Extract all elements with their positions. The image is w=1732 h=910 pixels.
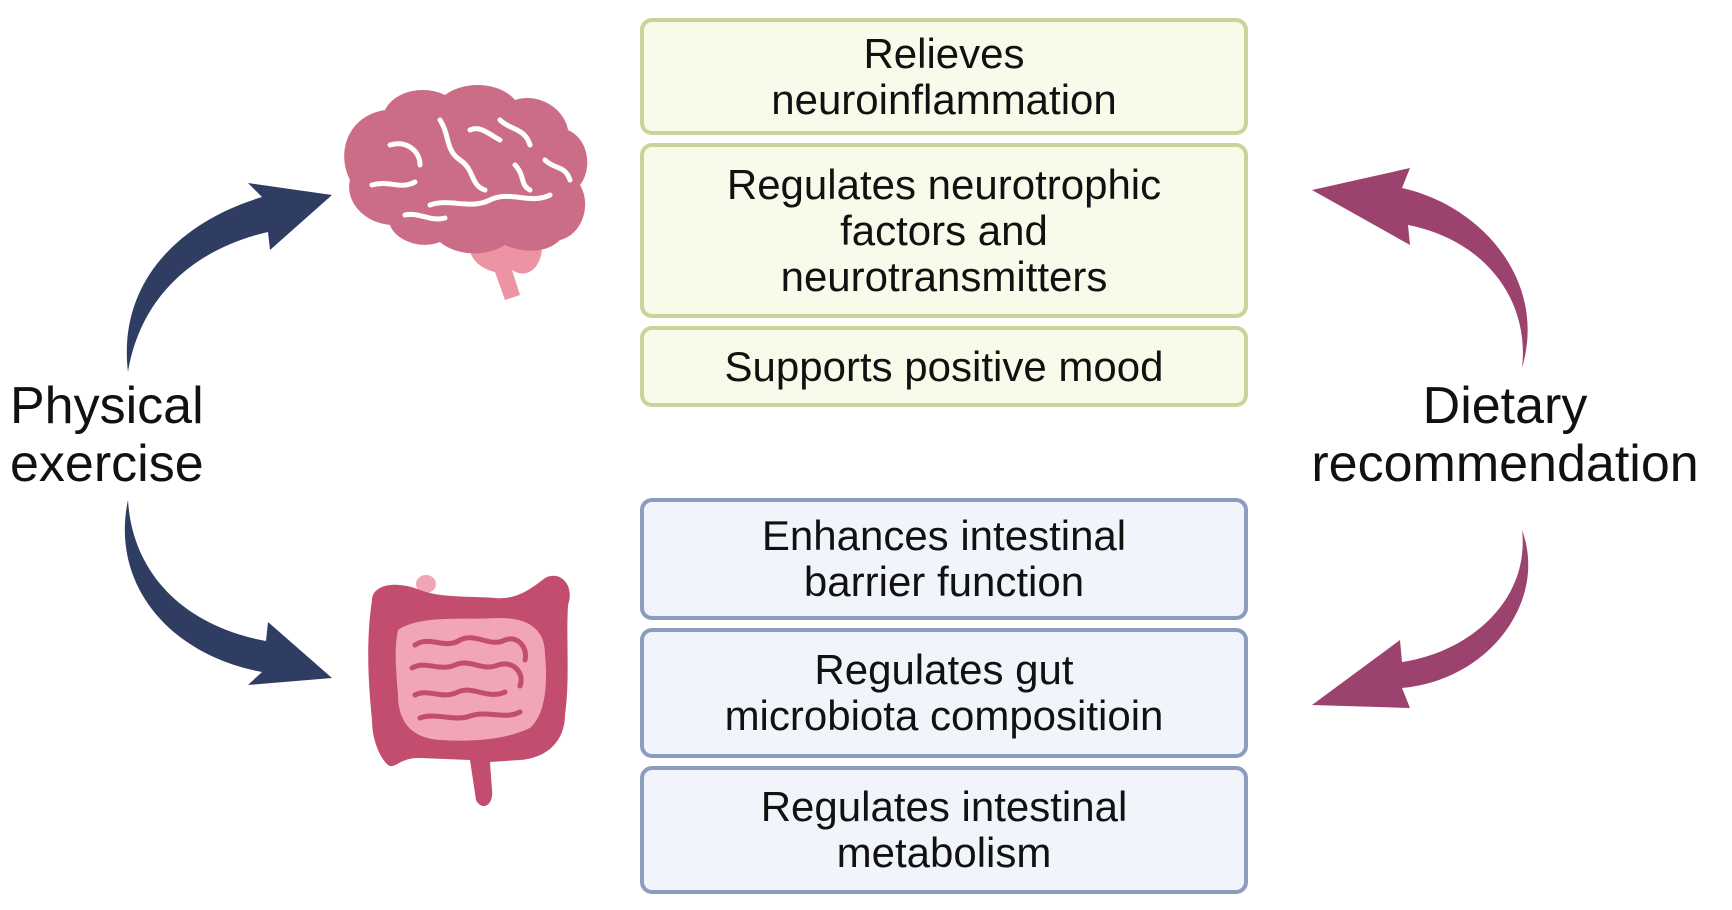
brain-effect-text: neurotransmitters [780,252,1108,300]
gut-effect-text: microbiota compositioin [724,692,1164,739]
dietary-recommendation-line2: recommendation [1311,435,1699,493]
gut-effect-text: barrier function [803,558,1085,605]
gut-effect-box-barrier: Enhances intestinal barrier function [640,498,1248,620]
gut-effect-box-metabolism: Regulates intestinal metabolism [640,766,1248,894]
exercise-to-brain-arrow [126,183,332,372]
brain-effect-box-neuroinflammation: Relieves neuroinflammation [640,18,1248,135]
brain-effect-text: Relieves [863,29,1025,77]
physical-exercise-line2: exercise [10,435,204,493]
brain-effect-text: Supports positive mood [724,342,1164,390]
intestine-icon [368,575,570,807]
dietary-recommendation-line1: Dietary [1422,377,1588,435]
gut-effect-box-microbiota: Regulates gut microbiota compositioin [640,628,1248,758]
brain-effect-text: neuroinflammation [771,75,1117,123]
exercise-to-gut-arrow [124,500,332,685]
diet-to-brain-arrow [1312,168,1528,368]
gut-effect-text: Enhances intestinal [761,512,1127,559]
diet-to-gut-arrow [1312,530,1529,708]
brain-effect-box-neurotrophic: Regulates neurotrophic factors and neuro… [640,143,1248,318]
gut-effect-text: Regulates gut [814,646,1074,693]
brain-effect-box-mood: Supports positive mood [640,326,1248,407]
physical-exercise-label: Physical exercise [10,377,204,493]
dietary-recommendation-label: Dietary recommendation [1280,377,1730,493]
physical-exercise-line1: Physical [10,377,204,435]
gut-effect-text: metabolism [836,829,1052,876]
brain-icon [344,84,588,300]
brain-effect-text: Regulates neurotrophic [726,160,1162,208]
gut-effect-text: Regulates intestinal [760,783,1128,830]
brain-effect-text: factors and [840,206,1048,254]
